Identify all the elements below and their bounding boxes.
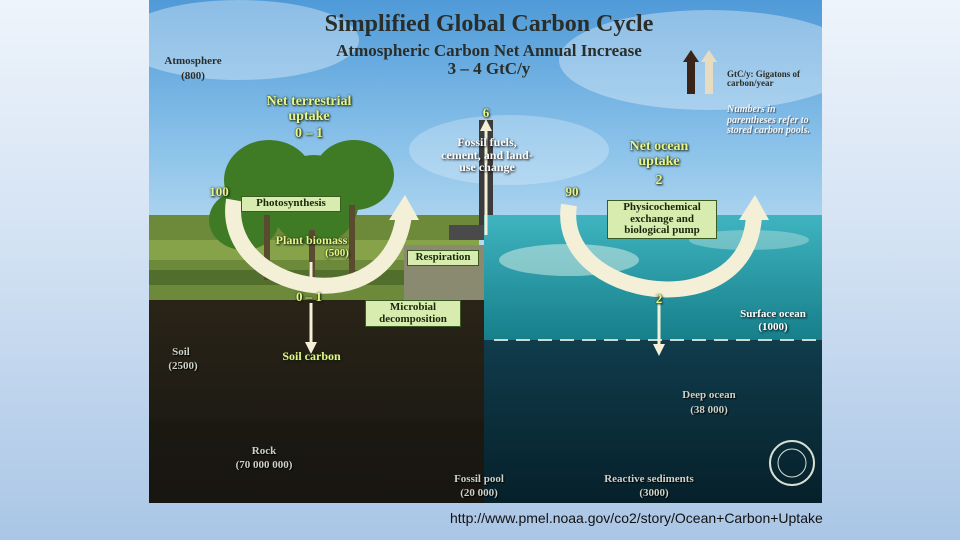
legend-note: Numbers in parentheses refer to stored c…	[727, 105, 821, 137]
soil-pool-value: (2500)	[161, 361, 205, 373]
figure-title: Simplified Global Carbon Cycle	[289, 12, 689, 37]
rock-layer	[149, 420, 484, 503]
soil-carbon-label: Soil carbon	[269, 350, 354, 363]
net-ocean-uptake-label: Net ocean uptake	[614, 140, 704, 169]
surface-ocean-label: Surface ocean	[727, 309, 819, 321]
surface-ocean-value: (1000)	[747, 322, 799, 334]
fossil-pool-value: (20 000)	[449, 488, 509, 500]
legend-arrow-shaft	[705, 62, 713, 94]
reactive-sediments-value: (3000)	[629, 488, 679, 500]
fossil-pool-label: Fossil pool	[444, 474, 514, 486]
fossil-flux-value: 6	[469, 106, 503, 120]
photosynthesis-box: Photosynthesis	[241, 196, 341, 212]
carbon-cycle-figure: Simplified Global Carbon Cycle Atmospher…	[149, 0, 822, 503]
soil-flux-value: 0 – 1	[284, 290, 334, 304]
rock-pool-label: Rock	[234, 446, 294, 458]
rock-pool-value: (70 000 000)	[219, 460, 309, 472]
photosynthesis-value: 100	[201, 185, 237, 199]
annual-increase-value: 3 – 4 GtC/y	[389, 60, 589, 78]
physicochemical-exchange-box: Physicochemical exchange and biological …	[607, 200, 717, 239]
plant-biomass-value: (500)	[317, 248, 357, 260]
reactive-sediments-label: Reactive sediments	[589, 474, 709, 486]
atmosphere-label: Atmosphere	[153, 56, 233, 68]
fossil-fuels-label: Fossil fuels, cement, and land-use chang…	[441, 136, 533, 174]
deep-ocean-value: (38 000)	[674, 405, 744, 417]
figure-subtitle: Atmospheric Carbon Net Annual Increase	[289, 42, 689, 60]
net-ocean-uptake-value: 2	[639, 174, 679, 189]
microbial-decomposition-box: Microbial decomposition	[365, 300, 461, 327]
legend-units: GtC/y: Gigatons of carbon/year	[727, 70, 821, 89]
soil-pool-label: Soil	[161, 347, 201, 359]
net-terrestrial-uptake-value: 0 – 1	[279, 127, 339, 142]
source-url[interactable]: http://www.pmel.noaa.gov/co2/story/Ocean…	[450, 510, 823, 526]
deep-ocean-label: Deep ocean	[669, 390, 749, 402]
plant-biomass-label: Plant biomass	[264, 234, 359, 247]
atmosphere-value: (800)	[153, 71, 233, 83]
ocean-downflux-value: 2	[647, 292, 671, 306]
respiration-box: Respiration	[407, 250, 479, 266]
net-terrestrial-uptake-label: Net terrestrial uptake	[254, 95, 364, 124]
legend-arrow-shaft	[687, 62, 695, 94]
ocean-exchange-value: 90	[554, 185, 590, 199]
